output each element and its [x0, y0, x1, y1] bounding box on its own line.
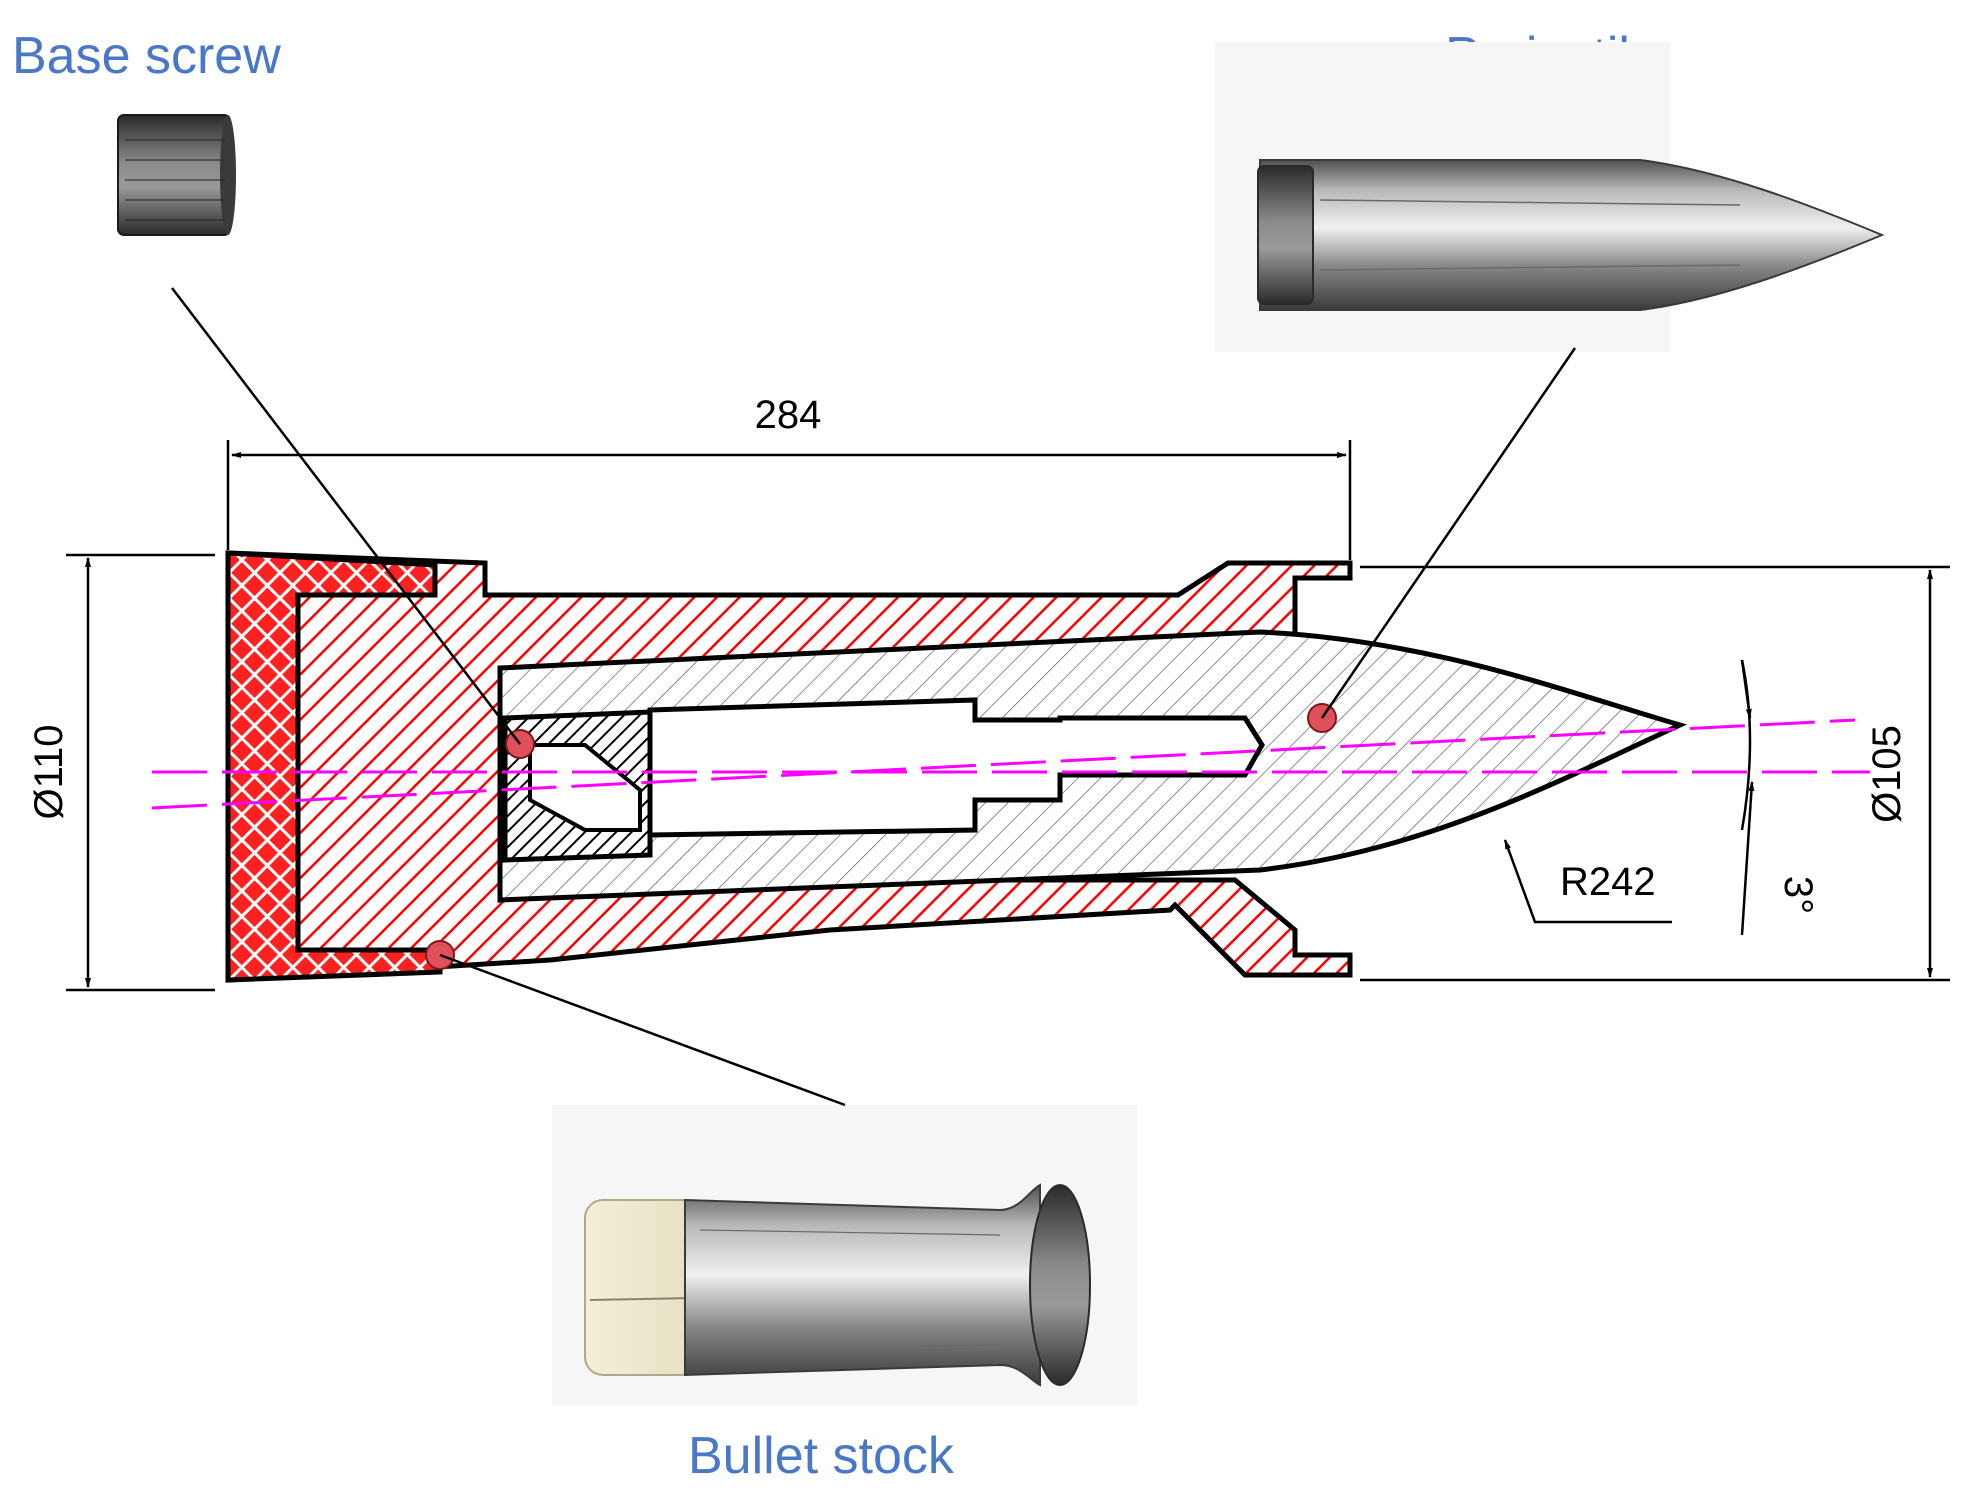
- label-base-screw: Base screw: [12, 27, 281, 85]
- axis-lines: [151, 718, 1870, 810]
- front-diameter-value: Ø105: [1865, 725, 1909, 823]
- angle-dimension: [1740, 659, 1755, 936]
- outer-diameter-value: Ø110: [27, 725, 71, 820]
- angle-value: 3°: [1776, 876, 1820, 914]
- bullet-stock-photo: [552, 1105, 1137, 1405]
- projectile-photo: [1215, 42, 1885, 352]
- label-bullet-stock: Bullet stock: [688, 1427, 954, 1485]
- length-dimension: [226, 440, 1352, 560]
- length-value: 284: [755, 393, 822, 437]
- radius-leader: [1503, 839, 1672, 924]
- projectile-section: [497, 629, 1688, 903]
- leader-lines: [171, 287, 1577, 1107]
- radius-value: R242: [1560, 860, 1656, 904]
- front-diameter-dimension: [1360, 565, 1950, 982]
- base-screw-photo: [117, 114, 236, 236]
- outer-diameter-dimension: [66, 553, 215, 992]
